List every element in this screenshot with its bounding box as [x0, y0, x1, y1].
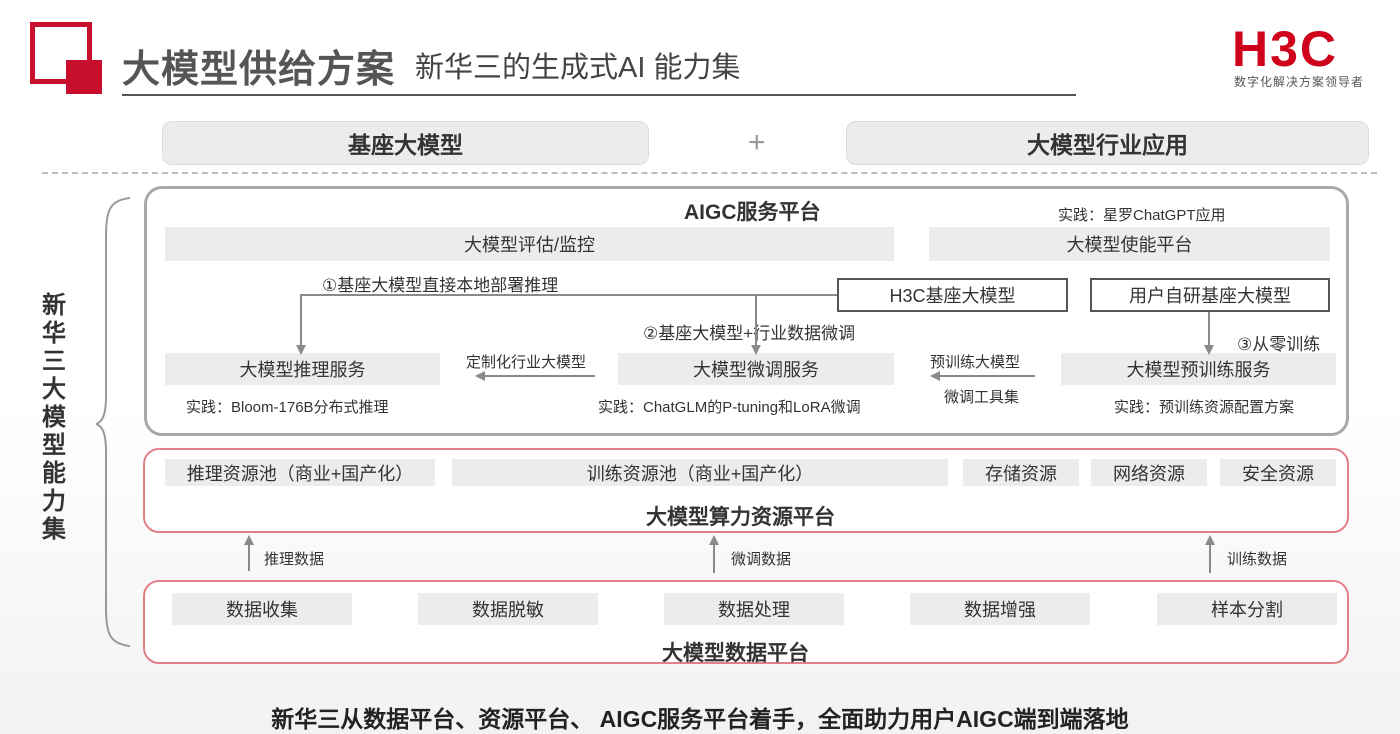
side-char: 集	[42, 516, 66, 543]
custom-model-label: 定制化行业大模型	[466, 354, 587, 371]
side-char: 华	[42, 320, 66, 347]
enable-platform-box: 大模型使能平台	[929, 227, 1330, 261]
eval-monitor-box: 大模型评估/监控	[165, 227, 894, 261]
practice-chatglm: 实践：ChatGLM的P-tuning和LoRA微调	[598, 399, 861, 416]
path2-label: ②基座大模型+行业数据微调	[643, 324, 856, 343]
network-resource-box: 网络资源	[1091, 459, 1207, 486]
data-desensitize-box: 数据脱敏	[418, 593, 598, 625]
h3c-logo: H3C	[1232, 21, 1339, 77]
data-collect-box: 数据收集	[172, 593, 352, 625]
data-process-box: 数据处理	[664, 593, 844, 625]
path3-label: ③从零训练	[1237, 335, 1321, 354]
side-char: 力	[42, 488, 66, 515]
h3c-base-model-box: H3C基座大模型	[837, 278, 1068, 312]
title-underline	[122, 94, 1076, 96]
plus-sign: +	[748, 126, 766, 159]
training-pool-box: 训练资源池（商业+国产化）	[452, 459, 948, 486]
practice-chatgpt: 实践：星罗ChatGPT应用	[1058, 207, 1226, 224]
logo-frame-square	[30, 22, 92, 84]
page-title: 大模型供给方案	[122, 49, 396, 91]
side-char: 三	[42, 348, 66, 375]
path1-label: ①基座大模型直接本地部署推理	[322, 276, 559, 295]
pretrain-model-label: 预训练大模型	[930, 354, 1021, 371]
page-subtitle: 新华三的生成式AI 能力集	[415, 52, 741, 84]
finetune-data-label: 微调数据	[731, 551, 792, 568]
side-label: 新 华 三 大 模 型 能 力 集	[40, 292, 68, 544]
user-base-model-box: 用户自研基座大模型	[1090, 278, 1330, 312]
finetune-service-box: 大模型微调服务	[618, 353, 894, 385]
side-char: 新	[42, 292, 66, 319]
inference-pool-box: 推理资源池（商业+国产化）	[165, 459, 435, 486]
data-platform-title: 大模型数据平台	[662, 642, 809, 665]
inference-service-box: 大模型推理服务	[165, 353, 440, 385]
logo-tagline: 数字化解决方案领导者	[1234, 75, 1365, 89]
aigc-platform-title: AIGC服务平台	[684, 201, 821, 224]
brace-icon	[96, 197, 131, 647]
side-char: 型	[42, 432, 66, 459]
logo-frame-fill-square	[66, 60, 102, 94]
pretrain-service-box: 大模型预训练服务	[1061, 353, 1336, 385]
tab-base-model: 基座大模型	[162, 121, 649, 165]
practice-bloom: 实践：Bloom-176B分布式推理	[186, 399, 389, 416]
footer-summary: 新华三从数据平台、资源平台、 AIGC服务平台着手，全面助力用户AIGC端到端落…	[271, 706, 1129, 732]
tab-industry-application: 大模型行业应用	[846, 121, 1369, 165]
finetune-tools-label: 微调工具集	[944, 389, 1020, 406]
infer-data-label: 推理数据	[264, 551, 325, 568]
dashed-divider	[42, 172, 1377, 174]
train-data-label: 训练数据	[1227, 551, 1288, 568]
side-char: 模	[42, 404, 66, 431]
security-resource-box: 安全资源	[1220, 459, 1336, 486]
sample-split-box: 样本分割	[1157, 593, 1337, 625]
side-char: 大	[42, 376, 66, 403]
path1-arrow	[296, 294, 837, 355]
data-augment-box: 数据增强	[910, 593, 1090, 625]
practice-pretrain: 实践：预训练资源配置方案	[1114, 399, 1295, 416]
side-char: 能	[42, 460, 66, 487]
compute-platform-title: 大模型算力资源平台	[646, 506, 835, 529]
storage-resource-box: 存储资源	[963, 459, 1079, 486]
